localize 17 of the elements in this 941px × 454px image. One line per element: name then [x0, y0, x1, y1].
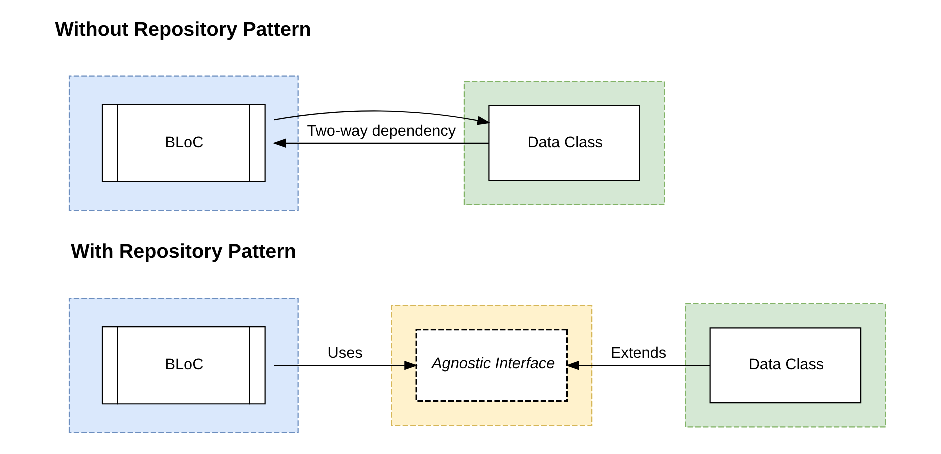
node-box: Agnostic Interface [416, 329, 568, 402]
arrow [566, 360, 710, 370]
cluster [685, 303, 886, 428]
edge-label: Extends [611, 345, 667, 362]
cluster [68, 76, 299, 212]
edge-label: Uses [328, 345, 363, 362]
node-box: Data Class [488, 105, 640, 182]
label: Without Repository Pattern [55, 19, 312, 42]
label: With Repository Pattern [71, 241, 296, 264]
cluster [464, 81, 666, 206]
arrow [274, 110, 491, 126]
cluster [391, 305, 593, 426]
edge-label: Two-way dependency [307, 122, 456, 140]
cluster [68, 298, 299, 434]
node-box: Data Class [710, 328, 862, 404]
arrow [274, 360, 418, 370]
arrow [272, 138, 489, 148]
